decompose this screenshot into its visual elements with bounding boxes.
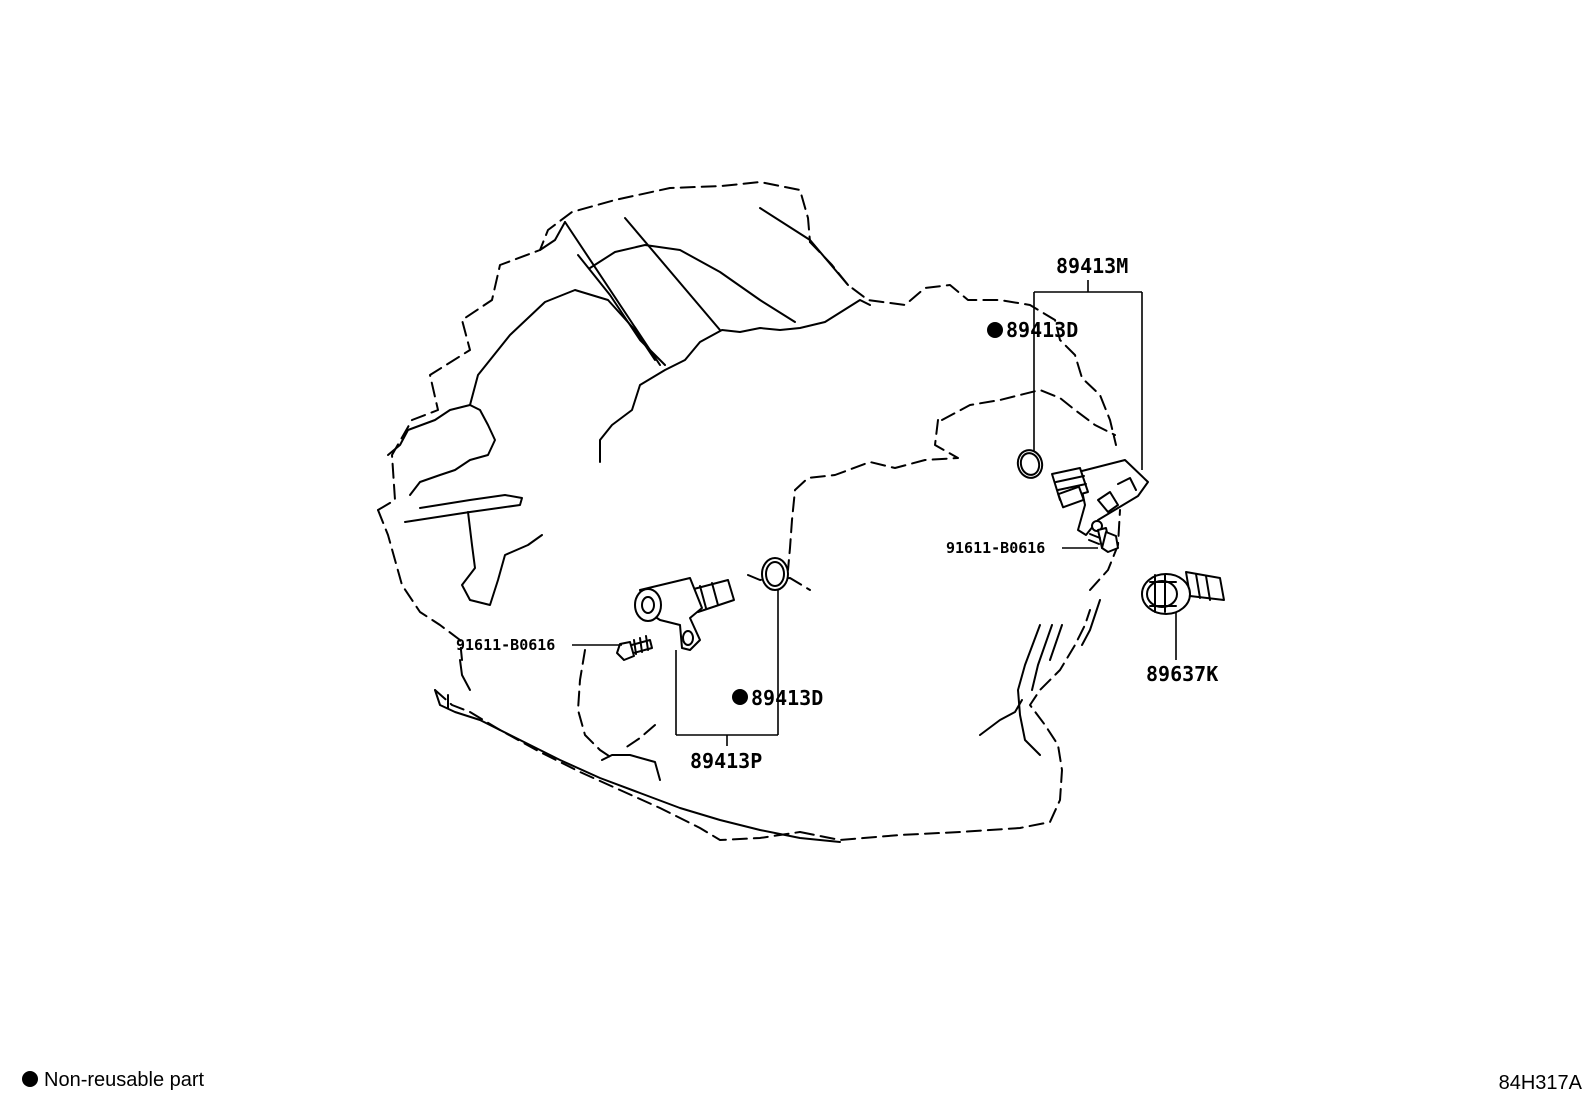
transmission-housing-details <box>387 207 1101 843</box>
speed-sensor-lower <box>634 577 735 651</box>
label-89637k: 89637K <box>1146 662 1218 686</box>
transmission-housing-outline <box>377 181 1121 841</box>
label-89413d-upper: 89413D <box>1006 318 1078 342</box>
label-89413p: 89413P <box>690 749 762 773</box>
label-91611-b0616-upper: 91611-B0616 <box>946 539 1045 557</box>
o-ring-lower <box>761 557 789 591</box>
leader-lines <box>572 280 1177 746</box>
legend-non-reusable-label: Non-reusable part <box>44 1069 205 1091</box>
non-reusable-marker-icon <box>732 689 748 705</box>
speed-sensor-upper <box>1051 459 1149 536</box>
label-89413d-lower: 89413D <box>751 686 823 710</box>
o-ring-upper <box>1016 449 1044 479</box>
bolt-lower <box>616 635 653 661</box>
bolt-upper <box>1088 527 1119 553</box>
non-reusable-marker-icon <box>987 322 1003 338</box>
legend-non-reusable-icon <box>22 1071 38 1087</box>
label-91611-b0616-lower: 91611-B0616 <box>456 636 555 654</box>
label-89413m: 89413M <box>1056 254 1128 278</box>
figure-id: 84H317A <box>1499 1072 1583 1094</box>
knock-sensor <box>1141 571 1225 615</box>
